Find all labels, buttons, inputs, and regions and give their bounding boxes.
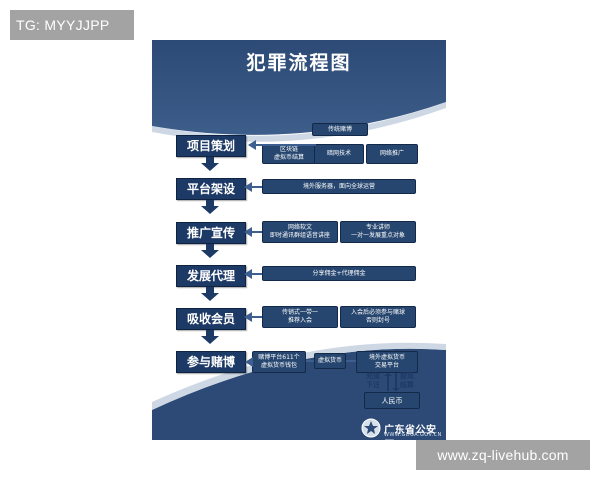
item-blockchain: 区块链 虚拟币结算 bbox=[262, 144, 316, 164]
item-virtual-currency: 虚拟货币 bbox=[314, 353, 346, 369]
item-platform-wallet: 赌博平台611个 虚拟货币钱包 bbox=[252, 351, 306, 373]
label-recharge: 充值 bbox=[366, 372, 380, 380]
item-professional-lecture: 专业讲师 一对一发展重点对象 bbox=[340, 221, 416, 243]
stage-platform-setup: 平台架设 bbox=[176, 178, 246, 200]
stage-project-planning: 项目策划 bbox=[176, 135, 246, 157]
site-watermark: www.zq-livehub.com bbox=[416, 440, 590, 470]
item-network-promotion: 网络推广 bbox=[366, 144, 418, 164]
left-arrow-icon bbox=[245, 357, 253, 367]
left-arrow-icon bbox=[244, 312, 252, 322]
item-traditional-gambling: 传统赌博 bbox=[312, 123, 368, 136]
item-rmb: 人民币 bbox=[364, 392, 420, 409]
stage-join-gambling: 参与赌博 bbox=[176, 351, 246, 373]
down-arrow-icon bbox=[201, 157, 219, 171]
footer-agency: 广东省公安厅 bbox=[384, 425, 437, 436]
item-overseas-exchange: 境外虚拟货币 交易平台 bbox=[356, 351, 418, 373]
exchange-arrows-icon bbox=[384, 373, 400, 391]
connector bbox=[250, 316, 262, 318]
left-arrow-icon bbox=[244, 182, 252, 192]
label-settle: 结算 bbox=[400, 381, 414, 389]
down-arrow-icon bbox=[201, 200, 219, 214]
connector bbox=[250, 273, 262, 275]
footer-domain: WWW.GDGA.GOV.CN bbox=[384, 432, 442, 438]
poster-title: 犯罪流程图 bbox=[246, 52, 352, 74]
police-emblem-icon bbox=[361, 418, 381, 438]
item-commission: 分享佣金+代理佣金 bbox=[262, 266, 416, 281]
connector bbox=[306, 360, 314, 362]
connector bbox=[346, 360, 356, 362]
connector bbox=[250, 186, 262, 188]
item-join-rules: 入会后必须参与赌球 否则封号 bbox=[340, 306, 416, 328]
down-arrow-icon bbox=[201, 287, 219, 301]
item-network-software: 网络软文 即时通讯群组语音讲座 bbox=[262, 221, 338, 243]
label-withdraw: 提现 bbox=[400, 372, 414, 380]
tg-tag: TG: MYYJJPP bbox=[10, 10, 134, 40]
stage-recruit-members: 吸收会员 bbox=[176, 308, 246, 330]
down-arrow-icon bbox=[201, 244, 219, 258]
item-overseas-server: 境外服务器，面向全球运营 bbox=[262, 179, 416, 194]
item-dark-web-tech: 暗网技术 bbox=[314, 144, 364, 164]
stage-promotion: 推广宣传 bbox=[176, 222, 246, 244]
left-arrow-icon bbox=[244, 269, 252, 279]
left-arrow-icon bbox=[248, 140, 256, 150]
connector bbox=[250, 231, 262, 233]
item-pyramid-recruit: 传销式一带一 推荐入会 bbox=[262, 306, 338, 328]
left-arrow-icon bbox=[244, 227, 252, 237]
stage-develop-agents: 发展代理 bbox=[176, 265, 246, 287]
down-arrow-icon bbox=[201, 330, 219, 344]
crime-flowchart-poster: 犯罪流程图 项目策划 平台架设 推广宣传 发展代理 吸收会员 参与赌博 传统赌博… bbox=[152, 40, 446, 440]
label-bet: 下注 bbox=[366, 381, 380, 389]
